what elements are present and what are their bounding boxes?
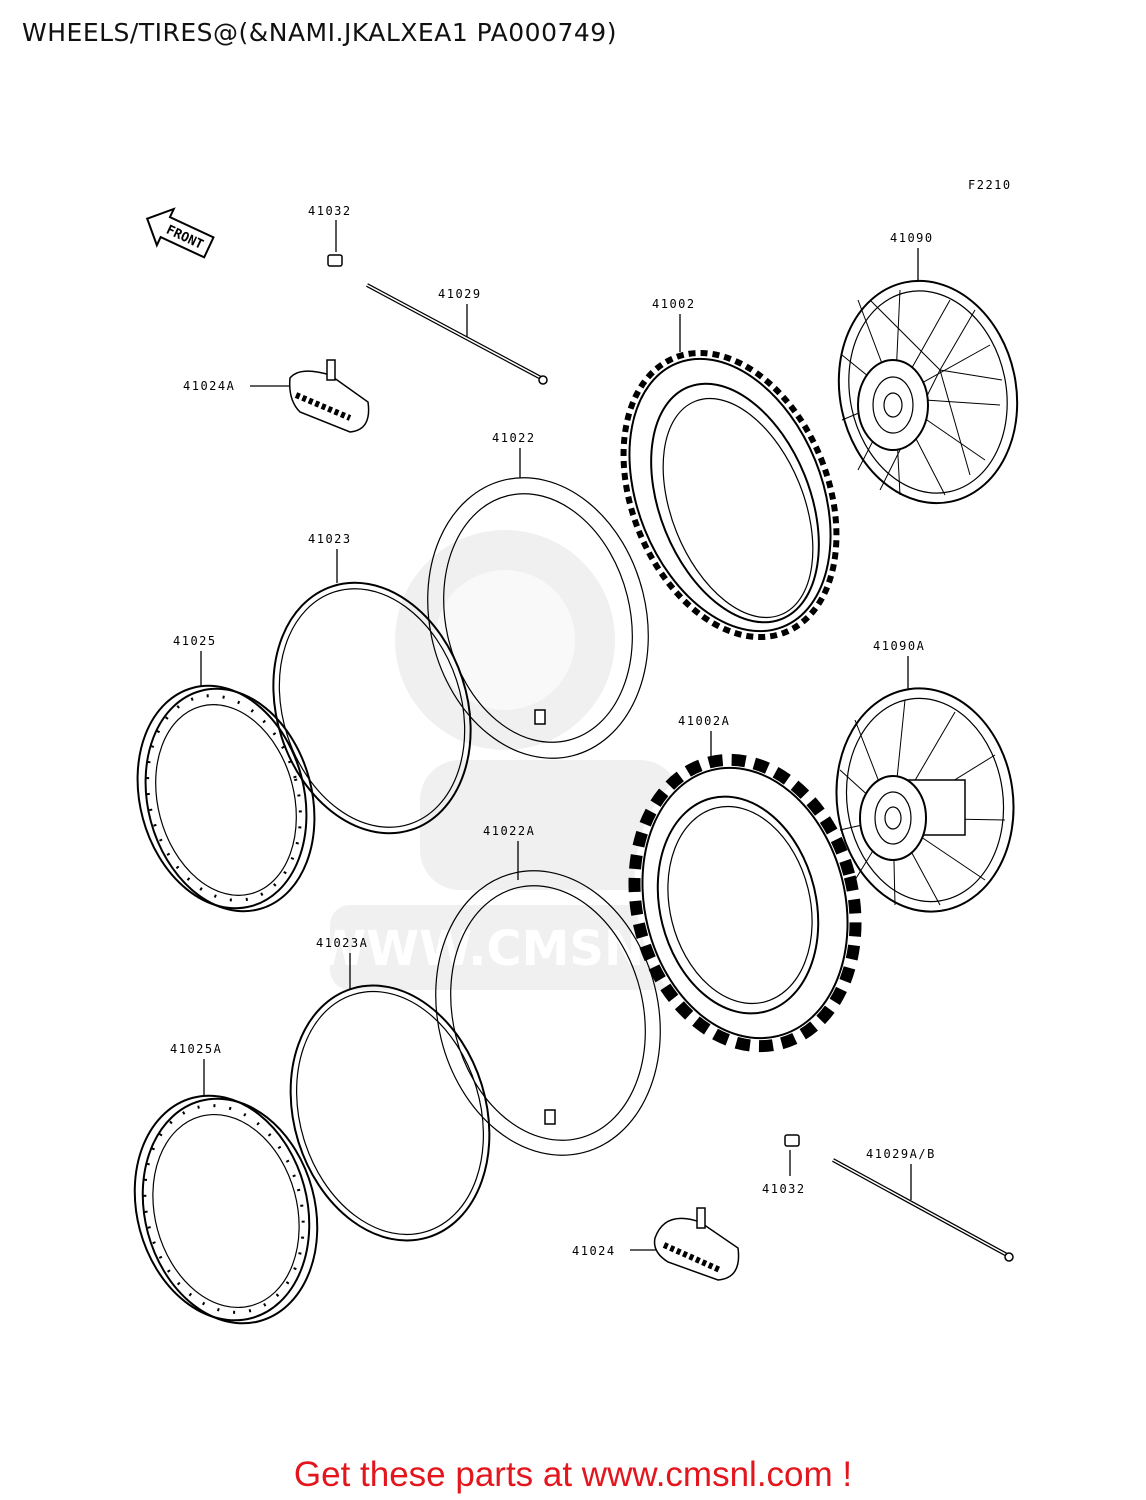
svg-text:41023A: 41023A [316, 936, 368, 950]
svg-text:41022A: 41022A [483, 824, 535, 838]
svg-text:41029A/B: 41029A/B [866, 1147, 936, 1161]
svg-text:41023: 41023 [308, 532, 352, 546]
part-41002A-rear-tire: 41002A [628, 714, 862, 1053]
page-title: WHEELS/TIRES@(&NAMI.JKALXEA1 PA000749) [22, 18, 617, 47]
svg-text:41029: 41029 [438, 287, 482, 301]
part-41022A-rear-tube: 41022A [435, 824, 661, 1156]
part-41023-front-rim-band: 41023 [272, 532, 472, 835]
part-41090-front-wheel: 41090 [837, 231, 1019, 505]
svg-text:41025: 41025 [173, 634, 217, 648]
part-41032-bottom: 41032 [762, 1134, 806, 1196]
part-41024: 41024 [572, 1207, 740, 1281]
part-41024A: 41024A [183, 359, 370, 433]
part-41002-front-tire: 41002 [620, 297, 840, 641]
svg-text:41002A: 41002A [678, 714, 730, 728]
part-41025-front-rim: 41025 [136, 634, 316, 913]
part-41032-top: 41032 [308, 204, 352, 267]
part-41029AB: 41029A/B [832, 1147, 1014, 1262]
footer-cta[interactable]: Get these parts at www.cmsnl.com ! [293, 1455, 853, 1494]
svg-text:41032: 41032 [762, 1182, 806, 1196]
front-arrow-icon: FRONT [145, 207, 215, 259]
svg-text:41022: 41022 [492, 431, 536, 445]
svg-text:41025A: 41025A [170, 1042, 222, 1056]
svg-text:41090A: 41090A [873, 639, 925, 653]
svg-text:41032: 41032 [308, 204, 352, 218]
svg-text:41002: 41002 [652, 297, 696, 311]
figure-code: F2210 [968, 178, 1012, 192]
part-41029: 41029 [366, 283, 548, 385]
svg-text:41090: 41090 [890, 231, 934, 245]
svg-text:41024: 41024 [572, 1244, 616, 1258]
part-41023A-rear-rim-band: 41023A [289, 936, 491, 1242]
part-41025A-rear-rim: 41025A [133, 1042, 319, 1325]
svg-text:41024A: 41024A [183, 379, 235, 393]
part-41090A-rear-wheel: 41090A [835, 639, 1015, 913]
part-41022-front-tube: 41022 [427, 431, 649, 759]
